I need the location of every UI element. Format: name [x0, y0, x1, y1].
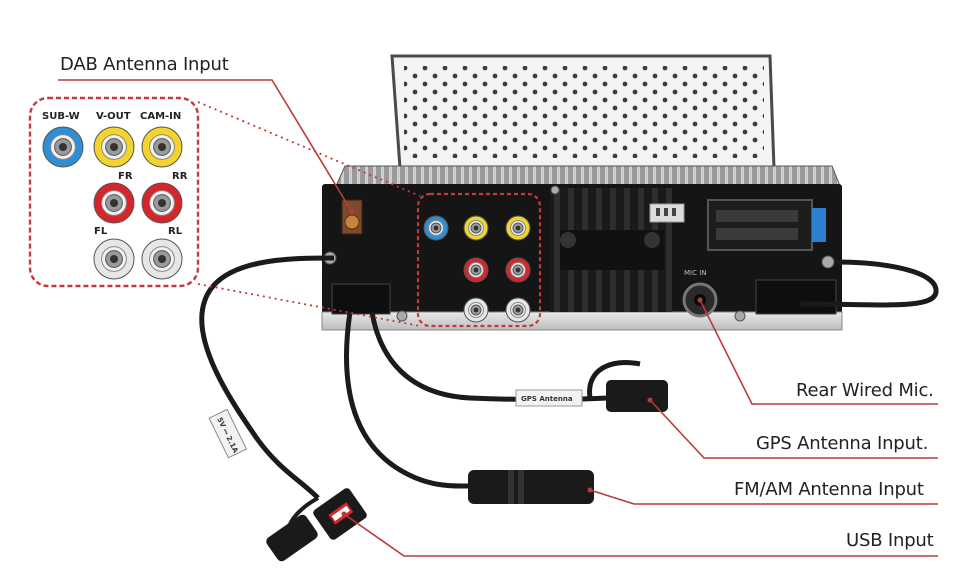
label-sub-w: SUB-W: [42, 111, 80, 122]
rca-jack-fr: [93, 182, 135, 224]
rca-jack-v-out: [93, 126, 135, 168]
leader-dot: [341, 511, 347, 517]
leader-gps: [649, 399, 938, 459]
gps-cable-label: GPS Antenna: [521, 395, 573, 403]
right-cable: [799, 259, 939, 308]
unit-jack-cam-in: [505, 215, 531, 241]
right-cable-block: [755, 279, 837, 315]
rca-jack-fl: [93, 238, 135, 280]
rca-jack-rr: [141, 182, 183, 224]
unit-jack-sub-w: [423, 215, 449, 241]
callout-dab-antenna-input: DAB Antenna Input: [60, 54, 229, 75]
rca-highlight: [416, 192, 542, 328]
fmam-cable: [344, 311, 471, 489]
label-fr: FR: [118, 171, 133, 182]
leader-fmam: [589, 489, 938, 505]
callout-gps-antenna-input: GPS Antenna Input.: [756, 433, 929, 454]
leader-mic: [699, 299, 938, 405]
label-cam-in: CAM-IN: [140, 111, 181, 122]
fmam-connector: [468, 470, 594, 504]
leader-lines: [58, 79, 938, 557]
label-rl: RL: [168, 226, 183, 237]
gps-cable-tag: GPS Antenna: [515, 389, 583, 407]
leader-dot: [349, 209, 355, 215]
screw: [550, 185, 560, 195]
screw: [396, 310, 408, 322]
callout-usb-input: USB Input: [846, 530, 934, 551]
usb-cap: [266, 514, 318, 562]
rca-jack-rl: [141, 238, 183, 280]
unit-jack-rr: [505, 257, 531, 283]
label-v-out: V-OUT: [96, 111, 131, 122]
screw: [821, 255, 835, 269]
label-rr: RR: [172, 171, 188, 182]
unit-rca-group: [423, 215, 531, 323]
screw: [734, 310, 746, 322]
usb-gps-block: [331, 283, 391, 315]
usb-cable: [199, 255, 335, 500]
callout-fm-am-antenna-input: FM/AM Antenna Input: [734, 479, 924, 500]
chassis-top-fins: [335, 165, 841, 187]
unit-jack-v-out: [463, 215, 489, 241]
label-fl: FL: [94, 226, 108, 237]
inset-connector-bottom: [197, 283, 421, 327]
unit-jack-rl: [505, 297, 531, 323]
leader-dot: [697, 297, 703, 303]
gps-connector: [606, 380, 668, 412]
leader-usb: [343, 513, 938, 557]
rca-jack-cam-in: [141, 126, 183, 168]
inset-rca-group: [42, 126, 183, 280]
inset-connector-top: [197, 101, 421, 197]
leader-dot: [587, 487, 593, 493]
mic-in-label: MIC IN: [684, 269, 707, 277]
gps-cap: [587, 360, 641, 399]
callout-rear-wired-mic: Rear Wired Mic.: [796, 380, 934, 401]
rca-jack-sub-w: [42, 126, 84, 168]
leader-dab: [58, 79, 353, 213]
leader-dot: [647, 397, 653, 403]
fuse-tag: [812, 208, 826, 242]
unit-jack-fl: [463, 297, 489, 323]
usb-connector: [313, 488, 367, 540]
unit-jack-fr: [463, 257, 489, 283]
iso-harness-connector: [707, 199, 813, 251]
